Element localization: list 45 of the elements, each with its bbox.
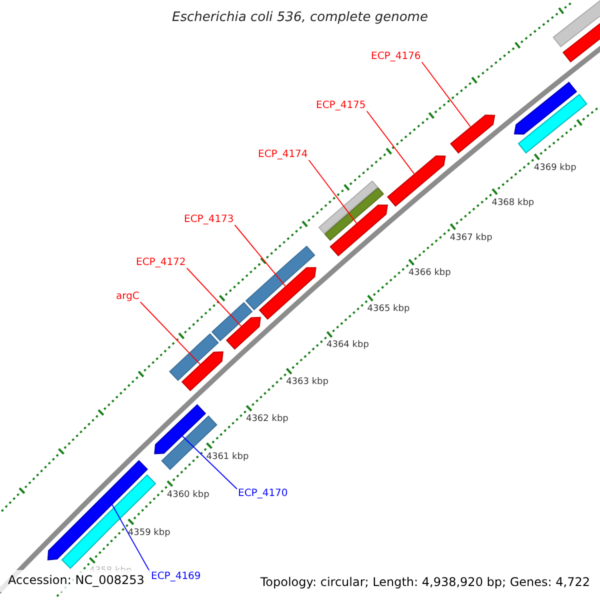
- gene-label: ECP_4176: [371, 52, 421, 62]
- scale-label: 4365 kbp: [367, 305, 410, 314]
- gene-feature: [330, 204, 388, 256]
- gene-feature: [514, 82, 578, 135]
- scale-label: 4369 kbp: [534, 164, 576, 173]
- scale-label: 4364 kbp: [326, 341, 369, 350]
- scale-label: 4362 kbp: [246, 415, 288, 424]
- leader-line: [140, 302, 201, 365]
- scale-label: 4366 kbp: [408, 269, 451, 278]
- scale-label: 4368 kbp: [492, 198, 534, 208]
- gene-feature: [318, 180, 378, 234]
- gene-feature: [211, 302, 253, 342]
- leader-line: [234, 224, 286, 287]
- leader-line: [186, 268, 242, 327]
- gene-feature: [324, 187, 384, 241]
- scale-label: 4361 kbp: [206, 452, 249, 462]
- gene-feature: [169, 333, 219, 381]
- gene-feature: [387, 156, 446, 207]
- scale-label: 4363 kbp: [286, 378, 328, 388]
- gene-label: ECP_4170: [238, 489, 288, 499]
- scale-label: 4360 kbp: [166, 490, 210, 500]
- gene-label: argC: [116, 292, 140, 302]
- genome-stats: Topology: circular; Length: 4,938,920 bp; Genes: 4,722: [260, 576, 590, 588]
- leader-line: [308, 160, 357, 224]
- gene-feature: [258, 267, 316, 320]
- scale-label: 4367 kbp: [450, 234, 492, 243]
- gene-feature: [154, 404, 206, 454]
- title: Escherichia coli 536, complete genome: [172, 11, 428, 24]
- gene-label: ECP_4174: [258, 150, 308, 160]
- leader-line: [421, 62, 471, 128]
- gene-feature: [450, 114, 496, 154]
- gene-feature: [245, 246, 316, 310]
- leader-line: [182, 436, 238, 490]
- gene-feature: [552, 0, 600, 48]
- gene-feature: [518, 94, 588, 154]
- gene-label: ECP_4169: [151, 572, 201, 582]
- gene-label: ECP_4175: [316, 101, 366, 111]
- scale-label: 4358 kbp: [89, 567, 132, 576]
- gene-label: ECP_4173: [184, 215, 234, 225]
- gene-feature: [181, 351, 224, 392]
- gene-feature: [226, 316, 261, 350]
- gene-label: ECP_4172: [136, 258, 186, 268]
- leader-line: [366, 110, 415, 174]
- scale-label: 4359 kbp: [128, 528, 170, 538]
- leader-line: [112, 504, 150, 572]
